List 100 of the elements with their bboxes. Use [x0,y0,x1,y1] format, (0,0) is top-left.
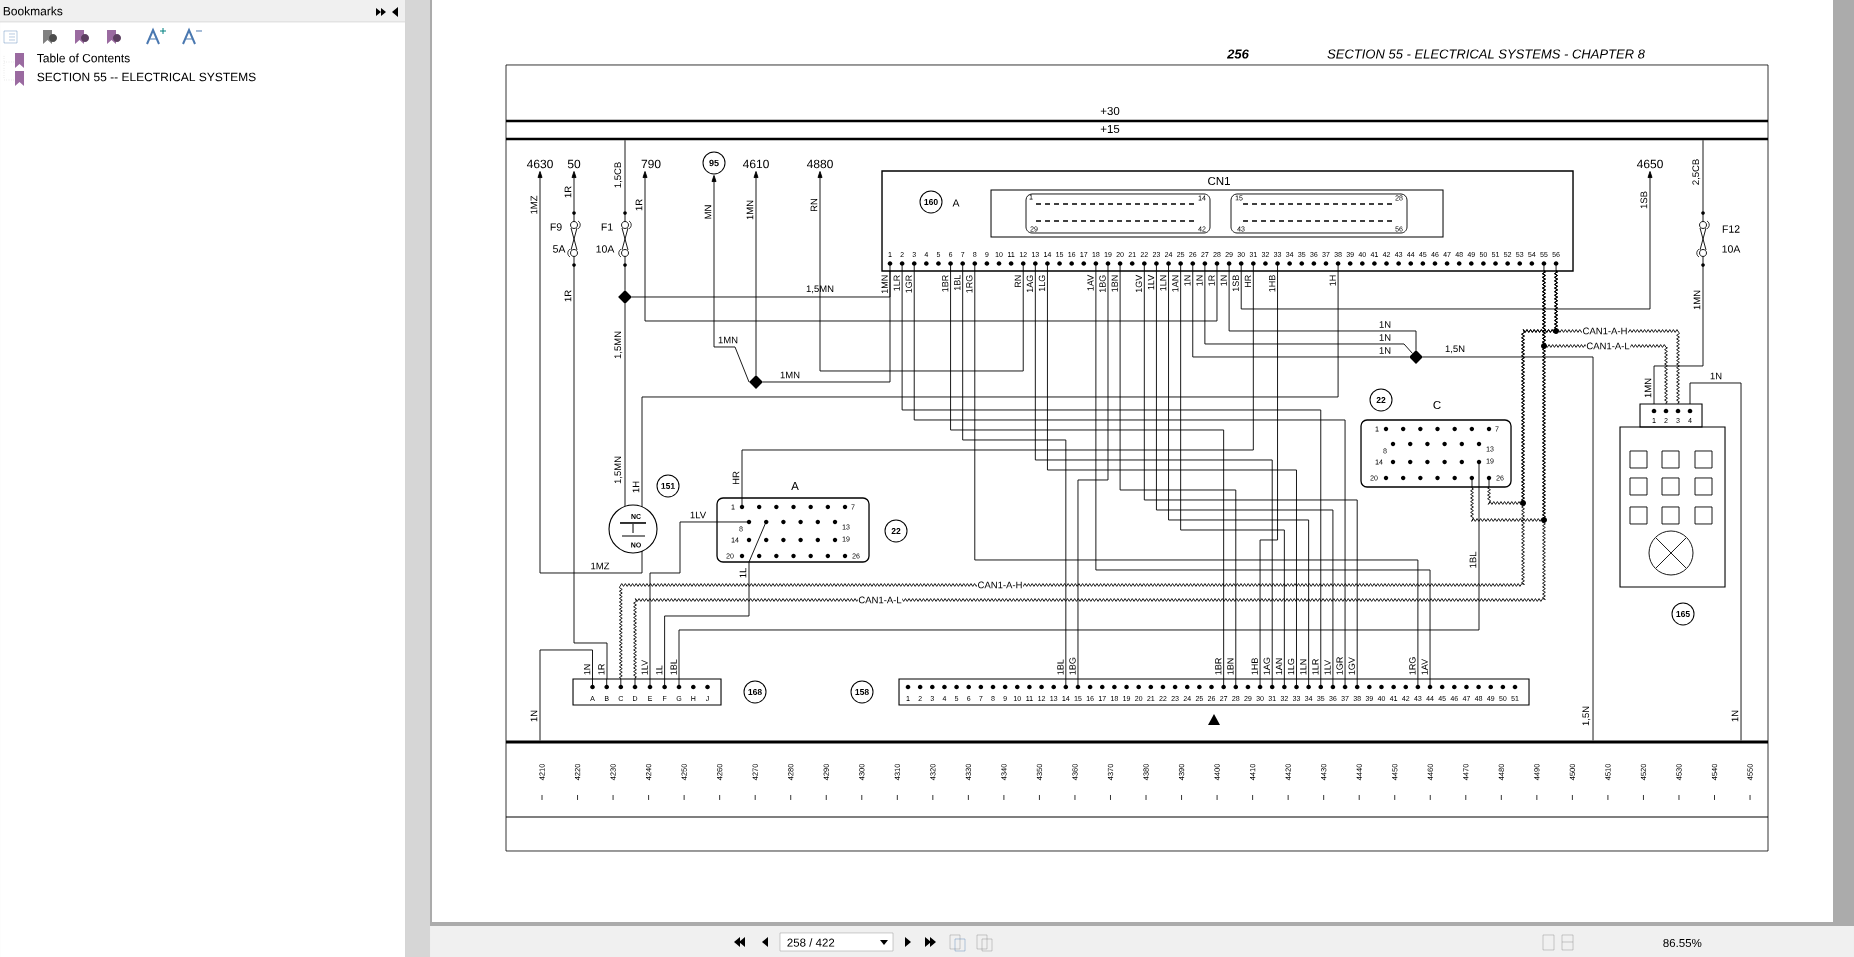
arrow [711,175,750,383]
wire [1470,270,1546,522]
wire-label: 1GR [1336,657,1343,675]
bookmark-entry: SECTION 55 -- ELECTRICAL SYSTEMS [37,72,256,82]
wire-label: 1AG [1026,275,1034,293]
arrow [1240,171,1653,310]
wire-label: 1R [635,199,643,211]
fuse-label: 10A [596,245,615,253]
terminal-label: 790 [641,159,661,169]
wire-label: 1BG [1069,657,1076,675]
fuse-label: 5A [553,245,566,253]
fuse-symbol [618,210,632,268]
wire-label: 1MN [780,371,800,379]
wire-label: CAN1-A-L [1585,342,1631,350]
wire-label: 1LN [1300,659,1307,675]
wire [573,266,608,680]
wire-label: 1BL [1057,659,1064,675]
wire [624,266,626,291]
wire-label: 1GV [1348,657,1355,675]
arrow [537,171,643,574]
wire [962,270,1067,680]
junction-diamond [618,290,632,304]
wire-label: CAN1-A-L [857,596,903,604]
page-number: 256 [1226,49,1249,59]
wire-label: CAN1-A-H [1582,327,1629,335]
wire-label: 1,5CB [614,162,623,188]
wire [624,303,626,507]
junction-diamond [749,375,763,389]
arrow [753,171,759,376]
wire-label: 1AN [1172,275,1179,292]
wire-label: 1N [1184,275,1191,286]
wire-label: 1RG [966,275,973,293]
wire-label: 1N [1379,347,1391,354]
wire-label: 1GV [1135,274,1143,293]
wire-label: 1MZ [530,195,538,214]
wire-label: 2,5CB [1692,159,1701,185]
wire-label: 1,5N [1445,345,1465,354]
wire-label: 1BN [1111,275,1118,292]
wire-label: 1N [530,710,538,722]
wire [741,270,1254,499]
wire [762,270,891,383]
wire-label: 1AV [1087,274,1094,291]
terminal-label: 4610 [742,159,769,169]
connector-strip [572,678,722,706]
wire-label: CAN1-A-H [977,581,1024,589]
connector-strip [898,678,1530,706]
wire [641,270,1339,508]
wire [1702,139,1704,212]
terminal-label: 4630 [526,159,553,169]
wire-label: 1N [1731,710,1739,722]
wire-label: 1LV [1147,274,1155,290]
wire-label: MN [704,205,712,219]
wire-label: 1BL [954,275,961,291]
arrow [642,171,1218,322]
panel-title: Bookmarks [3,6,63,16]
wire-label: 1N [584,664,591,675]
arrow [817,171,1024,372]
wire-label: 1LV [1324,659,1331,675]
wire-label: HR [1244,275,1251,288]
wire-label: 1BL [1469,551,1477,568]
terminal-label: 50 [567,159,581,169]
junction-diamond [1409,350,1423,364]
wire [1422,356,1594,741]
wire-label: 1SB [1640,191,1648,209]
node-label: A [791,482,799,490]
wire [1487,270,1558,505]
wire [1259,270,1278,680]
wire-label: RN [810,198,818,212]
wire-label: 1BR [942,275,949,292]
wire [664,561,750,680]
wire [1156,270,1334,680]
wire-label: 1N [1710,372,1722,380]
wire-label: 1N [1379,321,1391,328]
wire-label: 1SB [1232,275,1239,292]
wire-label: 1MZ [591,562,610,570]
wire-label: 1MN [1693,290,1701,310]
wire-label: 1R [564,290,572,302]
wire-label: 1GR [905,275,912,293]
wire [678,486,1480,680]
wire [1228,270,1417,351]
wire [1168,270,1310,680]
wire [1077,270,1109,680]
wire [1143,270,1358,680]
wire-label: 1RG [1409,657,1416,675]
fuse-symbol [1696,210,1710,268]
wire-label: 1R [1208,275,1215,286]
wire-label: 1N [1379,334,1391,341]
wire-label: 1BN [1227,658,1234,675]
terminal-label: 4650 [1636,159,1663,169]
bookmark-entry: Table of Contents [37,53,130,63]
node-label: C [1433,400,1441,410]
wire-label: 1MN [881,275,888,294]
wire-label: 1BR [1215,658,1222,675]
wire-label: 1BG [1099,275,1106,293]
wire-label: 1N [1220,275,1227,286]
wire [649,521,718,680]
wire-label: 1MN [746,200,754,220]
wire-label: 1R [564,186,572,198]
wire [974,270,1419,680]
wire-label: 1H [632,481,640,493]
